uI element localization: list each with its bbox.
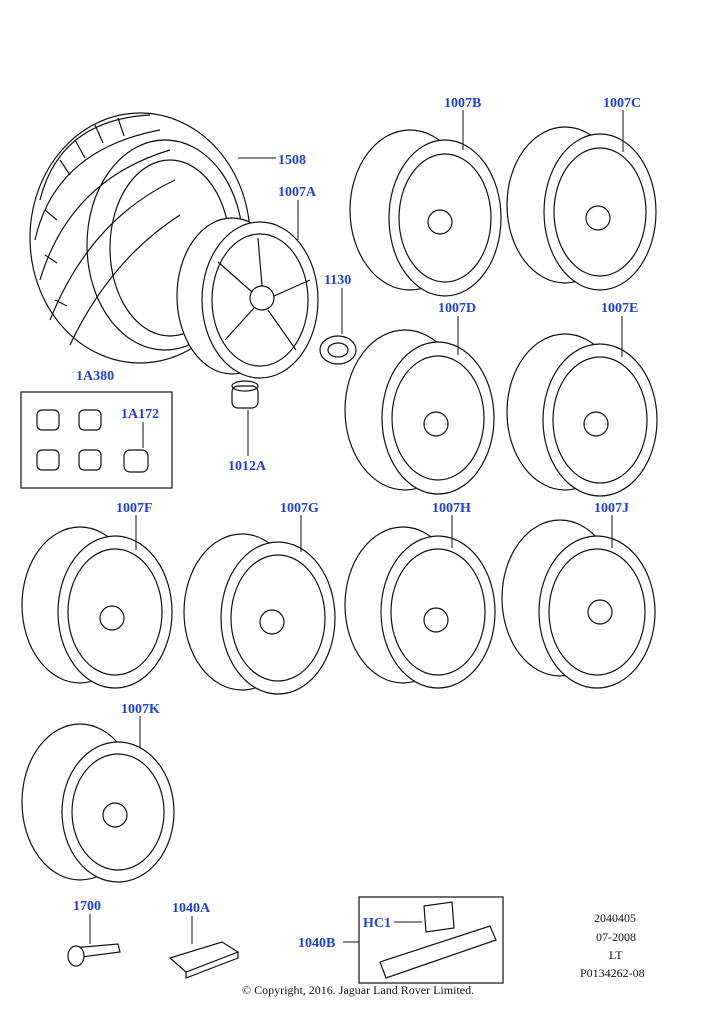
callout-1007b: 1007B (444, 96, 481, 111)
balance-weight-b-illustration (379, 901, 497, 979)
wheel-1007b-illustration (349, 129, 502, 297)
callout-1130: 1130 (324, 273, 351, 288)
meta-date: 07-2008 (596, 930, 636, 944)
callout-1040b: 1040B (298, 936, 335, 951)
meta-illustration-number: 2040405 (594, 911, 636, 925)
callout-1508: 1508 (278, 153, 306, 168)
callout-1007d: 1007D (438, 301, 476, 316)
meta-part-reference: P0134262-08 (580, 966, 645, 980)
callout-1007g: 1007G (280, 501, 319, 516)
wheel-1007h-illustration (344, 526, 496, 689)
wheel-1007k-illustration (21, 723, 175, 883)
callout-1007f: 1007F (116, 501, 153, 516)
balance-weight-b-box (358, 896, 504, 984)
locking-nut-kit-box (20, 391, 173, 489)
callout-1012a: 1012A (228, 459, 267, 474)
wheel-1007c-illustration (506, 126, 657, 291)
callout-1700: 1700 (73, 899, 101, 914)
callout-1040a: 1040A (172, 901, 211, 916)
wheel-nut-illustration (231, 380, 259, 409)
callout-1007a: 1007A (278, 185, 317, 200)
callout-1a172: 1A172 (121, 407, 159, 422)
wheel-1007a-illustration (176, 217, 319, 379)
valve-illustration (67, 943, 121, 967)
locking-nuts-illustration (36, 409, 149, 473)
callout-1007h: 1007H (432, 501, 471, 516)
balance-weight-a-illustration (168, 941, 240, 979)
callout-hc1: HC1 (363, 916, 391, 931)
callout-1007j: 1007J (594, 501, 629, 516)
wheel-1007f-illustration (21, 526, 173, 689)
callout-1a380: 1A380 (76, 369, 114, 384)
meta-region: LT (609, 948, 623, 962)
wheel-1007e-illustration (506, 333, 658, 497)
callout-1007c: 1007C (603, 96, 641, 111)
wheel-1007j-illustration (501, 519, 656, 689)
callout-1007e: 1007E (601, 301, 638, 316)
center-cap-illustration (319, 335, 357, 365)
wheel-1007g-illustration (183, 533, 336, 695)
copyright: © Copyright, 2016. Jaguar Land Rover Lim… (242, 983, 474, 997)
wheel-1007d-illustration (344, 329, 495, 495)
callout-1007k: 1007K (121, 702, 160, 717)
